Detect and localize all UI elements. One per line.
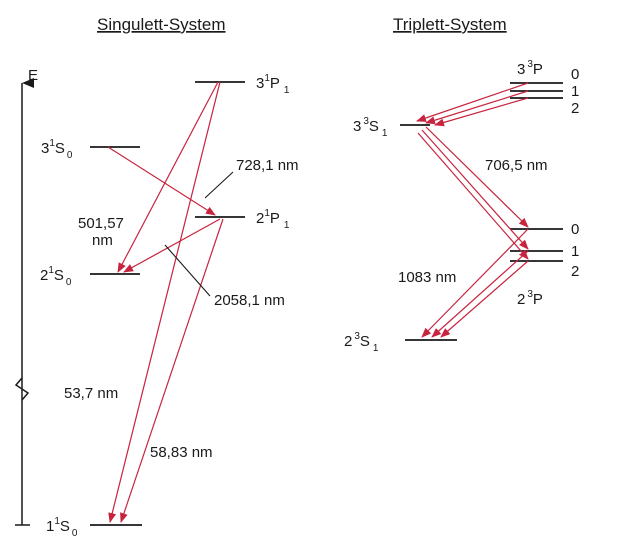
axis-break-icon xyxy=(14,377,30,401)
energy-axis-label: E xyxy=(28,67,38,84)
transition-33p0-33s1 xyxy=(416,82,529,122)
wavelength-728nm: 728,1 nm xyxy=(236,157,299,174)
transition-3p-1s xyxy=(108,81,221,523)
wavelength-58-83nm: 58,83 nm xyxy=(150,444,213,461)
transition-3s-2p xyxy=(107,146,216,216)
wavelength-501nm: 501,57 xyxy=(78,215,124,232)
wavelength-2058nm: 2058,1 nm xyxy=(214,292,285,309)
transition-33s1-23p0 xyxy=(425,126,529,228)
j-label-2p-1: 1 xyxy=(571,243,579,260)
wavelength-706nm: 706,5 nm xyxy=(485,157,548,174)
transition-33s1-23p2 xyxy=(417,132,529,260)
wavelength-501nm-unit: nm xyxy=(92,232,113,249)
transition-33p1-33s1 xyxy=(425,90,529,125)
singlet-system-title: Singulett-System xyxy=(97,15,226,34)
transition-23p1-23s1 xyxy=(431,250,529,338)
transition-23p0-23s1 xyxy=(421,228,529,338)
pointer-728nm xyxy=(204,171,234,199)
j-label-3p-2: 2 xyxy=(571,100,579,117)
wavelength-53-7nm: 53,7 nm xyxy=(64,385,118,402)
transition-33s1-23p1 xyxy=(421,129,529,250)
triplet-system-title: Triplett-System xyxy=(393,15,507,34)
j-label-2p-2: 2 xyxy=(571,263,579,280)
pointer-2058nm xyxy=(164,244,211,297)
transition-3p-2s xyxy=(117,81,219,273)
j-label-2p-0: 0 xyxy=(571,221,579,238)
wavelength-1083nm: 1083 nm xyxy=(398,269,456,286)
j-label-3p-1: 1 xyxy=(571,83,579,100)
transition-2p-1s xyxy=(120,218,224,523)
transition-2p-2s xyxy=(123,218,221,273)
transition-23p2-23s1 xyxy=(440,260,529,338)
transition-33p2-33s1 xyxy=(434,97,529,127)
j-label-3p-0: 0 xyxy=(571,66,579,83)
